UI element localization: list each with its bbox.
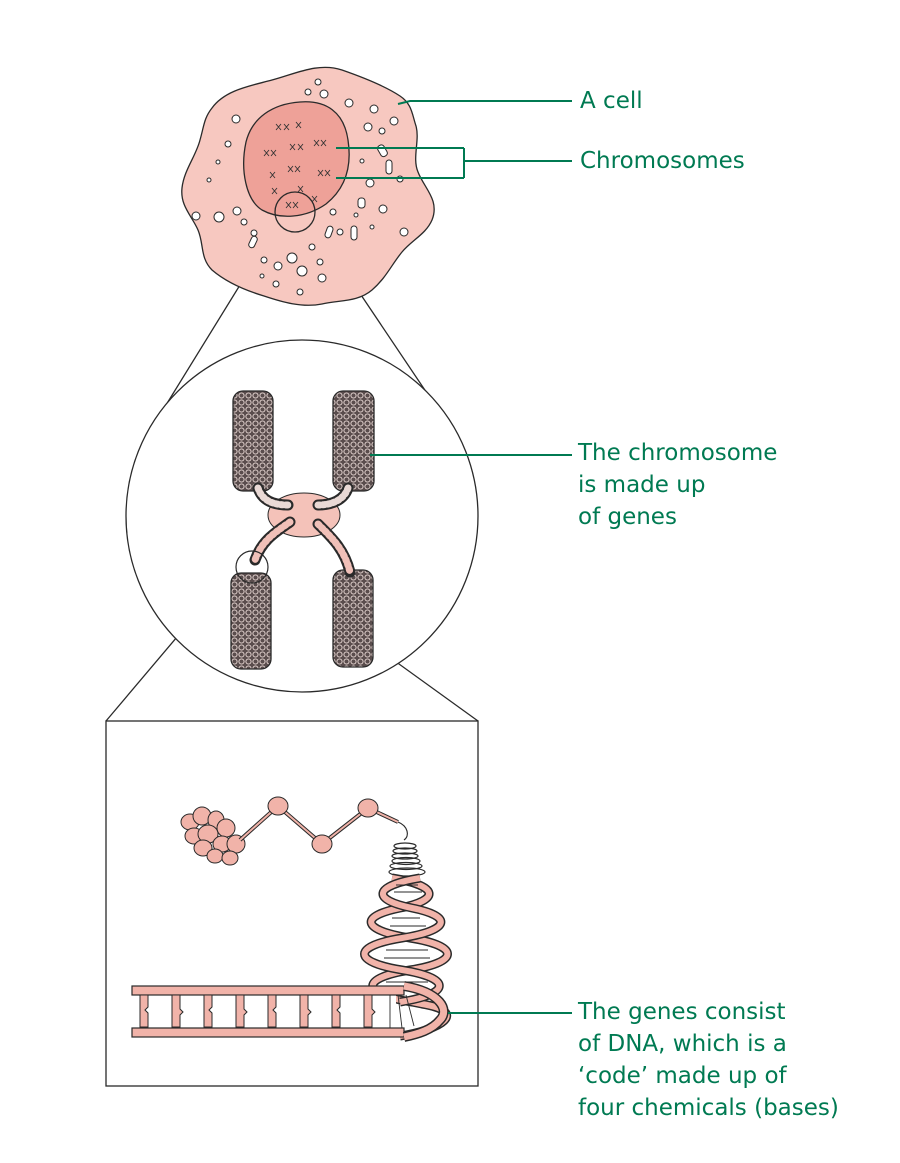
chromosome-zoom-region (235, 550, 269, 584)
chromatid-arms (230, 390, 375, 670)
chromatin-strands (249, 482, 356, 578)
label-genes-line4: four chemicals (bases) (578, 1095, 839, 1121)
label-chromosome-genes: The chromosome is made up of genes (578, 437, 777, 533)
label-genes-line1: The genes consist (578, 999, 786, 1025)
label-a-cell: A cell (580, 85, 643, 117)
zoom-region-circle (274, 191, 316, 233)
nucleus (243, 101, 350, 217)
nucleosome-cluster (180, 806, 246, 866)
label-genes-line3: ‘code’ made up of (578, 1063, 787, 1089)
chromosome-magnified (125, 339, 479, 693)
nucleosome-string (238, 796, 399, 854)
callout-lines-top (336, 100, 572, 179)
cell-illustration (181, 66, 435, 306)
label-a-cell-text: A cell (580, 88, 643, 114)
label-chromosomes-text: Chromosomes (580, 148, 745, 174)
cell-organelles (191, 78, 409, 296)
label-chromosome-line3: of genes (578, 504, 677, 530)
dna-zoom-box (105, 720, 479, 1087)
label-genes-dna: The genes consist of DNA, which is a ‘co… (578, 996, 839, 1124)
label-genes-line2: of DNA, which is a (578, 1031, 787, 1057)
label-chromosome-line2: is made up (578, 472, 706, 498)
nucleus-chromosomes (263, 121, 331, 209)
dna-ladder (131, 981, 449, 1042)
label-chromosome-line1: The chromosome (578, 440, 778, 466)
dna-coil (388, 821, 426, 877)
label-chromosomes: Chromosomes (580, 145, 745, 177)
